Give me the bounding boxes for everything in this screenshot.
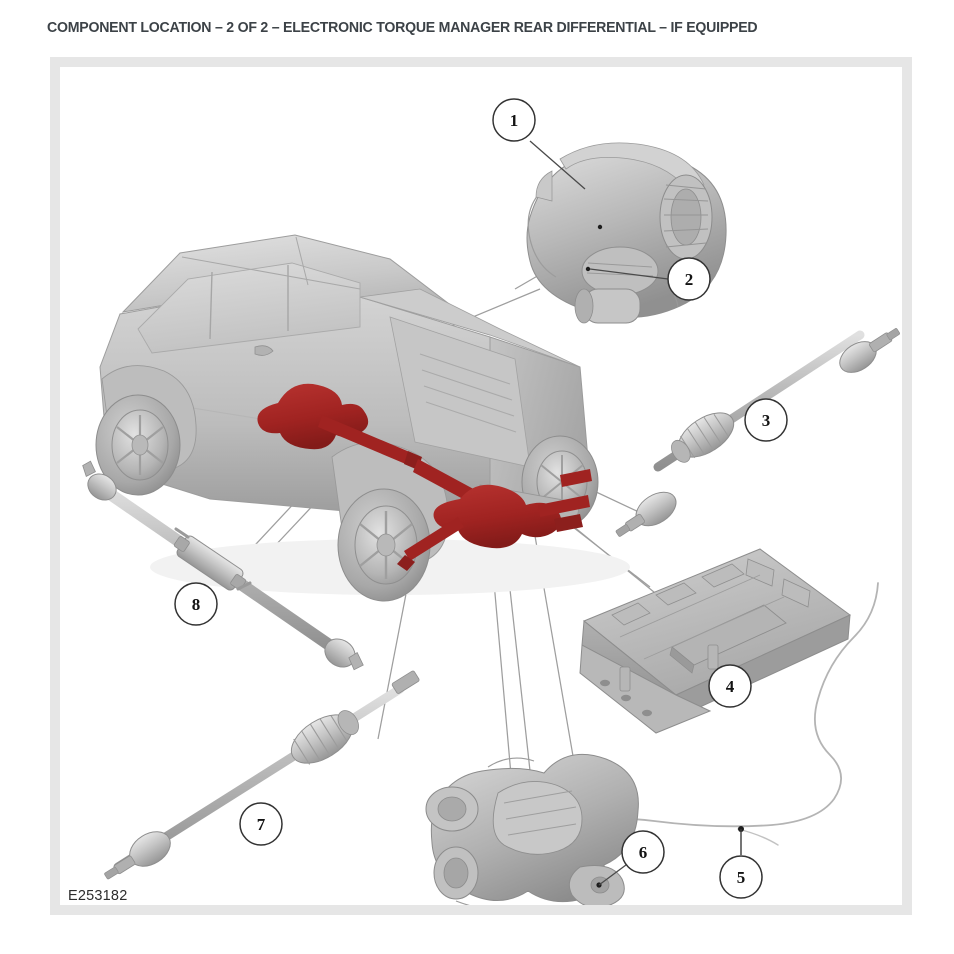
figure-id-label: E253182: [68, 888, 128, 904]
callout-4[interactable]: 4: [708, 664, 752, 708]
callout-2-anchor: [585, 266, 591, 272]
vehicle-roof-seam-2: [295, 236, 309, 286]
page-title: COMPONENT LOCATION – 2 OF 2 – ELECTRONIC…: [47, 19, 758, 36]
part-propeller-shaft: [82, 460, 364, 671]
vehicle-glass-divider-1: [209, 271, 213, 340]
callout-1-anchor: [597, 224, 603, 230]
vehicle-door-handle: [254, 345, 274, 356]
callout-1-label: 1: [510, 111, 519, 130]
callout-6-label: 6: [639, 843, 648, 862]
vehicle-roof-seam: [181, 256, 361, 290]
callout-1[interactable]: 1: [492, 98, 586, 190]
callout-7-label: 7: [257, 815, 266, 834]
callout-2-label: 2: [685, 270, 694, 289]
callout-8-label: 8: [192, 595, 201, 614]
callout-3[interactable]: 3: [744, 398, 788, 442]
vehicle-illustration: [95, 234, 630, 602]
part-rear-halfshaft: [104, 670, 420, 880]
callout-3-label: 3: [762, 411, 771, 430]
callout-6[interactable]: 6: [598, 830, 665, 886]
highlighted-driveline-red: [257, 383, 592, 571]
callout-7[interactable]: 7: [239, 802, 283, 846]
callout-5[interactable]: 5: [719, 855, 763, 899]
part-control-module: [579, 548, 851, 734]
part-front-halfshaft: [615, 328, 900, 537]
vehicle-rear-top: [359, 288, 581, 368]
callout-markers: 1 2 3 4 5 6: [174, 98, 788, 899]
part-rear-differential: [425, 753, 639, 905]
callout-5-label: 5: [737, 868, 746, 887]
vehicle-front-wheel: [95, 365, 197, 496]
vehicle-rear-door-ribs: [419, 353, 517, 433]
callout-4-label: 4: [726, 677, 735, 696]
diagram-artwork: 1 2 3 4 5 6: [60, 67, 902, 905]
part-power-transfer-unit: [526, 142, 727, 324]
vehicle-side-glass: [137, 262, 361, 354]
callout-2[interactable]: 2: [589, 257, 711, 301]
callout-8[interactable]: 8: [174, 582, 218, 626]
